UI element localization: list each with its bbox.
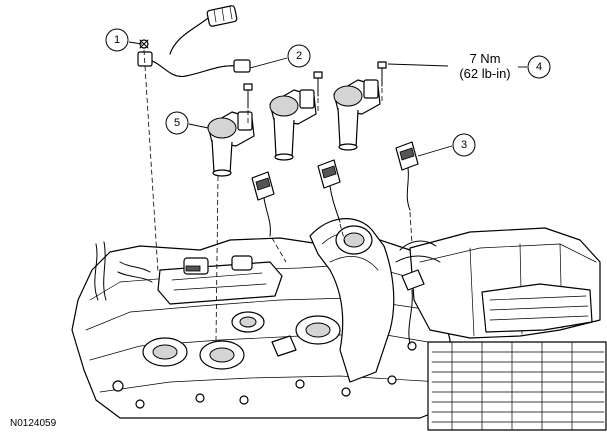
callout-4: 4	[387, 55, 551, 79]
bolt-1	[139, 39, 149, 49]
torque-lbin: (62 lb-in)	[459, 66, 510, 81]
callout-5: 5	[165, 111, 209, 135]
radiator	[427, 341, 607, 431]
callout-2: 2	[249, 44, 311, 69]
ignition-coil-b	[269, 89, 341, 223]
ignition-coil-a	[207, 111, 275, 237]
intake-tube	[309, 218, 395, 383]
callout-3: 3	[417, 133, 476, 157]
engine-assembly	[71, 218, 607, 431]
figure-id: N0124059	[10, 418, 57, 429]
callout-4-label: 4	[536, 61, 542, 73]
alignment-lines	[143, 49, 413, 341]
ignition-coil-c	[333, 79, 419, 211]
callout-1-label: 1	[114, 34, 120, 46]
callout-3-label: 3	[461, 139, 467, 151]
callout-1: 1	[105, 28, 143, 52]
callout-2-label: 2	[296, 50, 302, 62]
callout-5-label: 5	[174, 117, 180, 129]
torque-nm: 7 Nm	[469, 51, 500, 66]
coil-bolts	[243, 61, 387, 109]
fuel-tube	[137, 5, 251, 77]
cover-bolts	[112, 341, 417, 409]
